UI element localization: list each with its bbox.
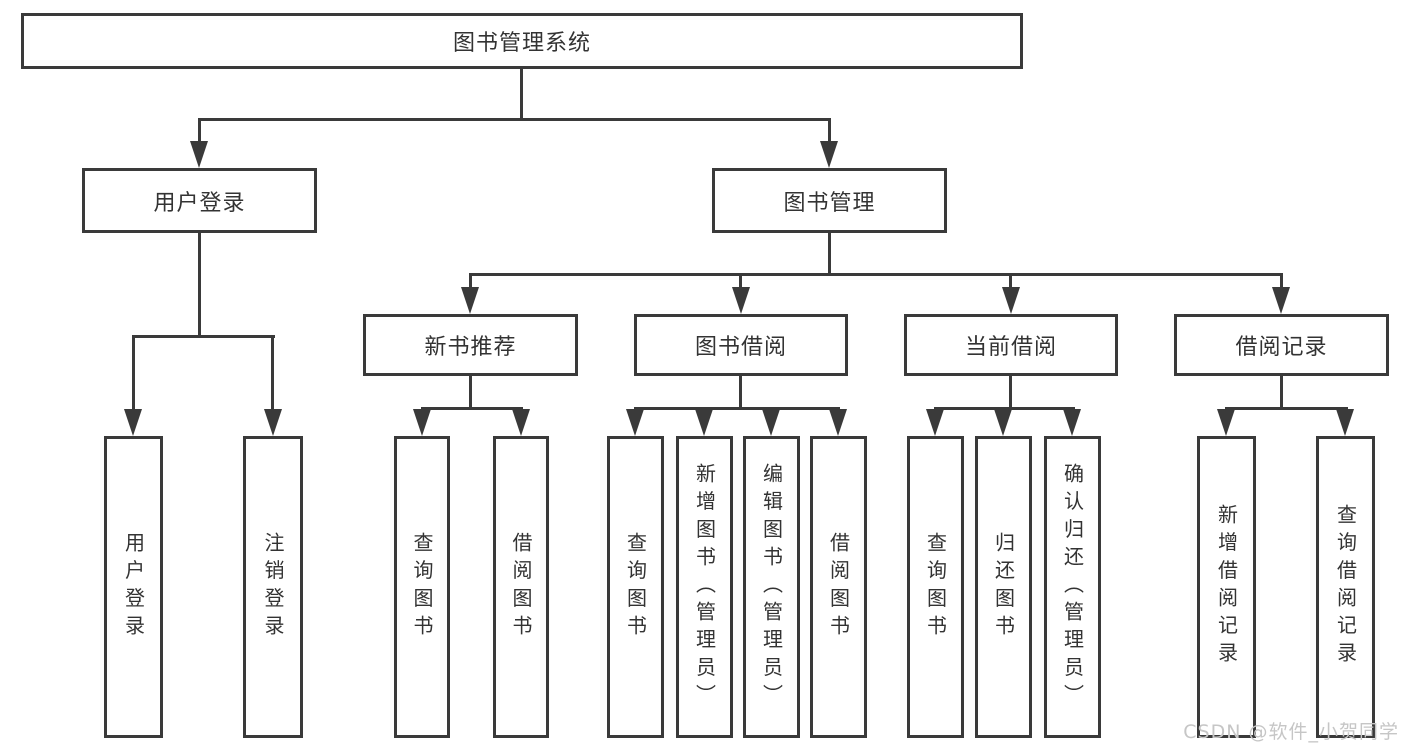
connector-leg-logout-leaf bbox=[271, 335, 274, 411]
leaf-query-borrow-record: 查询借阅记录 bbox=[1316, 436, 1375, 738]
connector-book-borrow-bar bbox=[634, 407, 840, 410]
connector-leg-borrow-record bbox=[1280, 273, 1283, 289]
leaf-label: 查询图书 bbox=[623, 531, 648, 643]
arrow-down-icon bbox=[829, 409, 847, 436]
node-borrow-record-label: 借阅记录 bbox=[1235, 335, 1328, 360]
arrow-down-icon bbox=[413, 409, 431, 436]
connector-borrow-record-bar bbox=[1225, 407, 1348, 410]
arrow-down-icon bbox=[762, 409, 780, 436]
arrow-down-icon bbox=[626, 409, 644, 436]
leaf-borrow-book: 借阅图书 bbox=[810, 436, 867, 738]
connector-new-book-bar bbox=[421, 407, 523, 410]
node-user-login: 用户登录 bbox=[82, 168, 317, 233]
connector-leg-user-login bbox=[198, 118, 201, 142]
node-current-borrow-label: 当前借阅 bbox=[964, 335, 1057, 360]
node-book-borrow-label: 图书借阅 bbox=[694, 335, 787, 360]
node-user-login-label: 用户登录 bbox=[153, 190, 246, 216]
node-book-management: 图书管理 bbox=[712, 168, 947, 233]
arrow-down-icon bbox=[190, 141, 208, 168]
leaf-logout: 注销登录 bbox=[243, 436, 303, 738]
arrow-down-icon bbox=[732, 287, 750, 314]
leaf-label: 确认归还（管理员） bbox=[1060, 462, 1085, 712]
connector-root-bar bbox=[198, 118, 831, 121]
node-root-label: 图书管理系统 bbox=[452, 31, 591, 56]
arrow-down-icon bbox=[1217, 409, 1235, 436]
arrow-down-icon bbox=[994, 409, 1012, 436]
arrow-down-icon bbox=[1063, 409, 1081, 436]
leaf-confirm-return-admin: 确认归还（管理员） bbox=[1044, 436, 1101, 738]
leaf-label: 借阅图书 bbox=[509, 531, 533, 643]
arrow-down-icon bbox=[461, 287, 479, 314]
node-book-borrow: 图书借阅 bbox=[634, 314, 848, 376]
csdn-watermark: CSDN @软件_小贺同学 bbox=[1183, 721, 1399, 743]
arrow-down-icon bbox=[124, 409, 142, 436]
node-new-book-recommend-label: 新书推荐 bbox=[424, 335, 517, 360]
leaf-borrow-query: 查询图书 bbox=[607, 436, 664, 738]
arrow-down-icon bbox=[264, 409, 282, 436]
connector-user-login-bar bbox=[132, 335, 275, 338]
node-root: 图书管理系统 bbox=[21, 13, 1023, 69]
leaf-label: 查询图书 bbox=[410, 531, 434, 643]
connector-new-book-stem bbox=[469, 376, 472, 409]
arrow-down-icon bbox=[695, 409, 713, 436]
node-current-borrow: 当前借阅 bbox=[904, 314, 1118, 376]
arrow-down-icon bbox=[820, 141, 838, 168]
leaf-label: 查询图书 bbox=[923, 531, 948, 643]
leaf-return-book: 归还图书 bbox=[975, 436, 1032, 738]
arrow-down-icon bbox=[926, 409, 944, 436]
connector-leg-current-borrow bbox=[1009, 273, 1012, 289]
leaf-user-login: 用户登录 bbox=[104, 436, 163, 738]
node-borrow-record: 借阅记录 bbox=[1174, 314, 1389, 376]
connector-root-stem bbox=[520, 68, 523, 118]
connector-user-login-stem bbox=[198, 233, 201, 337]
leaf-label: 注销登录 bbox=[261, 531, 285, 643]
arrow-down-icon bbox=[512, 409, 530, 436]
connector-book-mgmt-bar bbox=[469, 273, 1283, 276]
connector-borrow-record-stem bbox=[1280, 376, 1283, 409]
leaf-label: 借阅图书 bbox=[826, 531, 851, 643]
arrow-down-icon bbox=[1272, 287, 1290, 314]
arrow-down-icon bbox=[1336, 409, 1354, 436]
leaf-label: 编辑图书（管理员） bbox=[759, 462, 784, 712]
leaf-label: 新增图书（管理员） bbox=[692, 462, 717, 712]
leaf-label: 归还图书 bbox=[991, 531, 1016, 643]
connector-leg-new-book bbox=[469, 273, 472, 289]
leaf-borrow-edit-admin: 编辑图书（管理员） bbox=[743, 436, 800, 738]
connector-book-borrow-stem bbox=[739, 376, 742, 409]
arrow-down-icon bbox=[1002, 287, 1020, 314]
node-new-book-recommend: 新书推荐 bbox=[363, 314, 578, 376]
leaf-label: 新增借阅记录 bbox=[1214, 504, 1239, 670]
connector-leg-book-borrow bbox=[739, 273, 742, 289]
connector-leg-login-leaf bbox=[132, 335, 135, 411]
connector-current-borrow-stem bbox=[1009, 376, 1012, 409]
leaf-borrow-add-admin: 新增图书（管理员） bbox=[676, 436, 733, 738]
connector-book-mgmt-stem bbox=[828, 233, 831, 275]
leaf-label: 查询借阅记录 bbox=[1333, 504, 1358, 670]
leaf-new-book-query: 查询图书 bbox=[394, 436, 450, 738]
leaf-current-query: 查询图书 bbox=[907, 436, 964, 738]
leaf-add-borrow-record: 新增借阅记录 bbox=[1197, 436, 1256, 738]
leaf-new-book-borrow: 借阅图书 bbox=[493, 436, 549, 738]
leaf-label: 用户登录 bbox=[121, 531, 146, 643]
connector-current-borrow-bar bbox=[934, 407, 1075, 410]
node-book-management-label: 图书管理 bbox=[783, 190, 876, 216]
connector-leg-book-mgmt bbox=[828, 118, 831, 142]
